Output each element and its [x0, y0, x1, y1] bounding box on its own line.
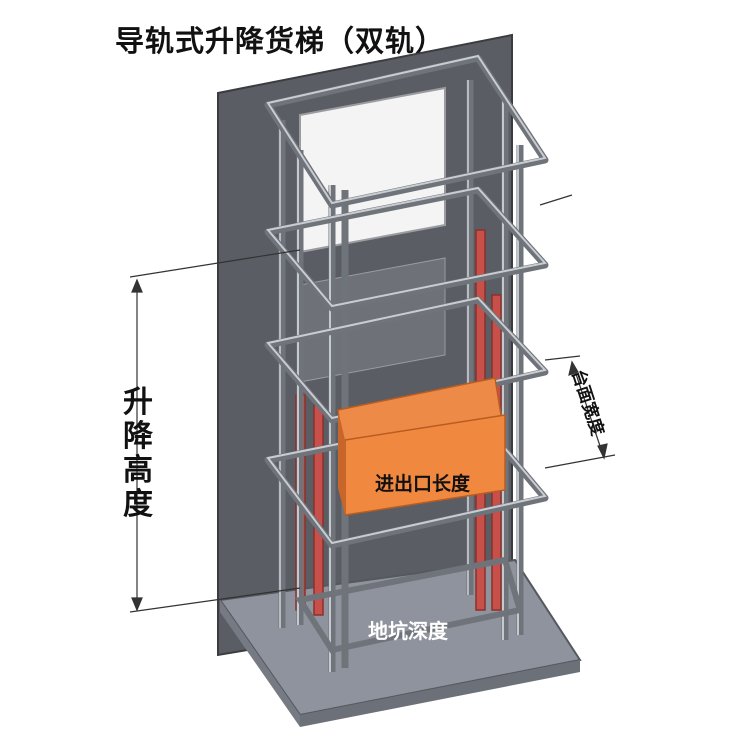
lift-height-char-3: 高	[123, 453, 153, 488]
rear-rails	[278, 80, 474, 628]
entrance-length-label: 进出口长度	[375, 472, 471, 495]
diagram-title: 导轨式升降货梯（双轨）	[115, 24, 446, 58]
platform-side	[338, 410, 345, 515]
leader-line	[539, 194, 573, 206]
bottom-frame-ring	[295, 556, 524, 654]
lift-height-char-4: 度	[123, 487, 153, 522]
wall-opening	[299, 86, 446, 254]
platform-width-label: 台面宽度	[567, 367, 608, 439]
pit-floor-edge	[300, 660, 580, 727]
lift-height-char-2: 降	[123, 419, 154, 454]
pit-depth-label: 地坑深度	[368, 619, 449, 643]
lift-height-char-1: 升	[123, 385, 153, 420]
pit-floor-edge-left	[220, 600, 300, 727]
dimension-platform-width	[544, 355, 616, 469]
dimension-lift-height	[129, 249, 301, 613]
frame-rings	[264, 54, 549, 549]
